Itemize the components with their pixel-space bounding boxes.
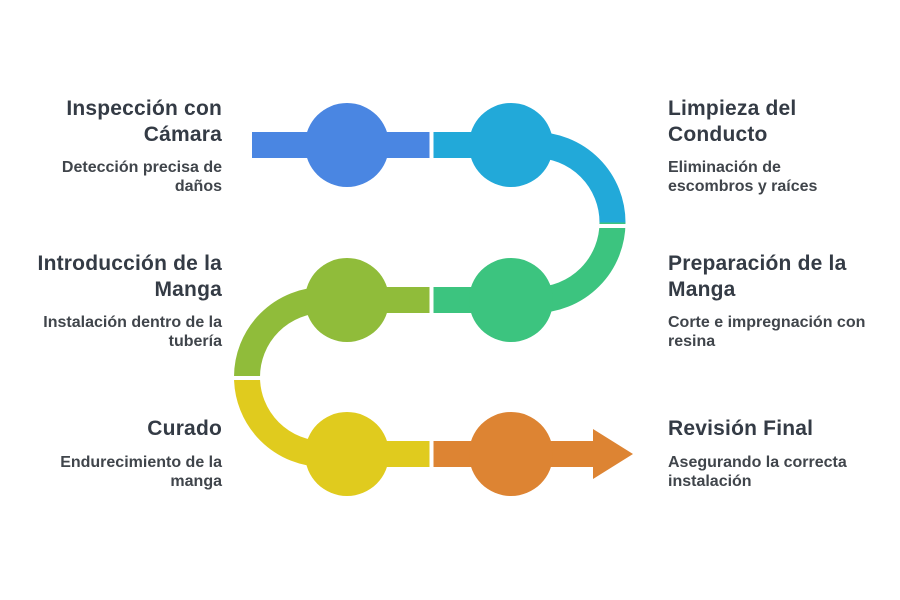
step-block-inspeccion-camara: Inspección con Cámara Detección precisa … <box>10 96 222 197</box>
step5-node-circle <box>305 412 389 496</box>
step-description: Eliminación de escombros y raíces <box>668 159 818 196</box>
step-title: Revisión Final <box>668 417 814 440</box>
step6-node-circle <box>469 412 553 496</box>
step-title: Inspección con Cámara <box>66 97 222 146</box>
step-title: Introducción de la Manga <box>37 252 222 301</box>
step1-node-circle <box>305 103 389 187</box>
step-block-curado: Curado Endurecimiento de la manga <box>10 416 222 491</box>
step-description: Corte e impregnación con resina <box>668 314 866 351</box>
step4-node-circle <box>305 258 389 342</box>
step3-node-circle <box>469 258 553 342</box>
step-block-limpieza-conducto: Limpieza del Conducto Eliminación de esc… <box>668 96 890 197</box>
flow-arrow-head-icon <box>593 429 633 479</box>
step-block-introduccion-manga: Introducción de la Manga Instalación den… <box>10 251 222 352</box>
step-description: Asegurando la correcta instalación <box>668 453 847 490</box>
step-block-revision-final: Revisión Final Asegurando la correcta in… <box>668 416 890 491</box>
step-description: Detección precisa de daños <box>61 159 222 196</box>
step2-node-circle <box>469 103 553 187</box>
step-title: Curado <box>147 417 222 440</box>
step-block-preparacion-manga: Preparación de la Manga Corte e impregna… <box>668 251 890 352</box>
step-description: Endurecimiento de la manga <box>60 453 222 490</box>
step-title: Limpieza del Conducto <box>668 97 797 146</box>
step-description: Instalación dentro de la tubería <box>43 314 222 351</box>
step-title: Preparación de la Manga <box>668 252 847 301</box>
